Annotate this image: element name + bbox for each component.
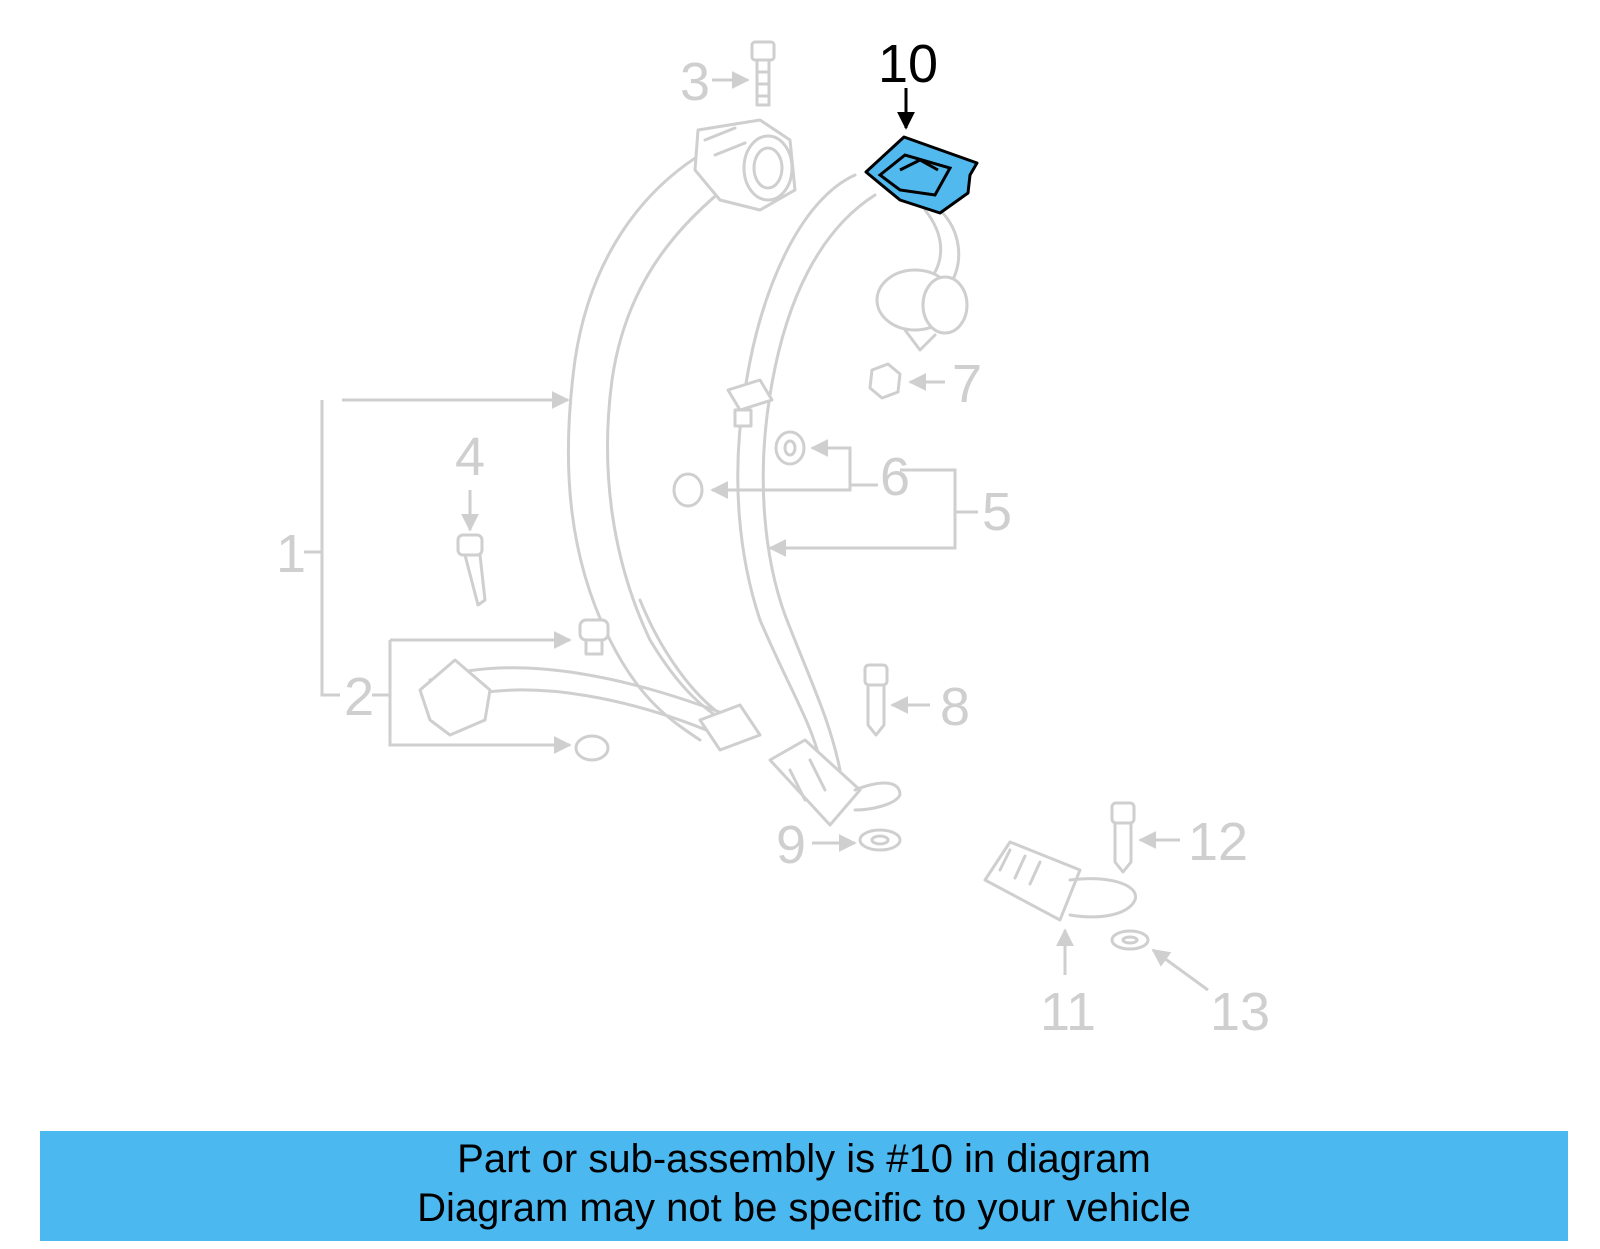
part-3-bolt xyxy=(712,40,776,107)
banner-line-2: Diagram may not be specific to your vehi… xyxy=(417,1186,1191,1230)
info-banner: Part or sub-assembly is #10 in diagram D… xyxy=(40,1131,1568,1241)
callout-5: 5 xyxy=(982,482,1012,542)
part-2-buckle xyxy=(418,658,762,752)
callout-11: 11 xyxy=(1040,982,1096,1042)
callout-4: 4 xyxy=(455,427,485,487)
part-retractor-upper xyxy=(693,118,797,212)
part-11-anchor xyxy=(983,840,1137,975)
part-lower-anchor xyxy=(768,738,902,827)
callout-8: 8 xyxy=(940,677,970,737)
leader-1 xyxy=(304,391,570,697)
leader-5 xyxy=(768,468,978,557)
callout-labels: 1 2 3 4 5 6 7 8 9 10 11 12 13 xyxy=(276,34,1270,1042)
part-retractor-lower xyxy=(875,208,969,352)
part-5-seat-belt-inner xyxy=(726,173,877,772)
part-9-washer xyxy=(812,828,902,852)
callout-9: 9 xyxy=(776,815,806,875)
part-8-bolt xyxy=(863,663,930,737)
part-6-fasteners xyxy=(672,430,878,508)
callout-10: 10 xyxy=(878,34,938,94)
part-1-seat-belt-assembly xyxy=(566,148,737,742)
callout-13: 13 xyxy=(1210,982,1270,1042)
part-7-nut xyxy=(868,362,945,400)
callout-7: 7 xyxy=(952,354,982,414)
part-4-bolt xyxy=(456,490,487,607)
callout-12: 12 xyxy=(1188,812,1248,872)
part-13-washer xyxy=(1110,929,1209,992)
part-12-bolt xyxy=(1110,801,1180,874)
callout-6: 6 xyxy=(880,447,910,507)
callout-3: 3 xyxy=(680,52,710,112)
callout-2: 2 xyxy=(344,667,374,727)
leader-2 xyxy=(372,618,610,762)
part-10-highlighted xyxy=(864,88,979,215)
callout-1: 1 xyxy=(276,524,306,584)
banner-line-1: Part or sub-assembly is #10 in diagram xyxy=(457,1137,1151,1181)
